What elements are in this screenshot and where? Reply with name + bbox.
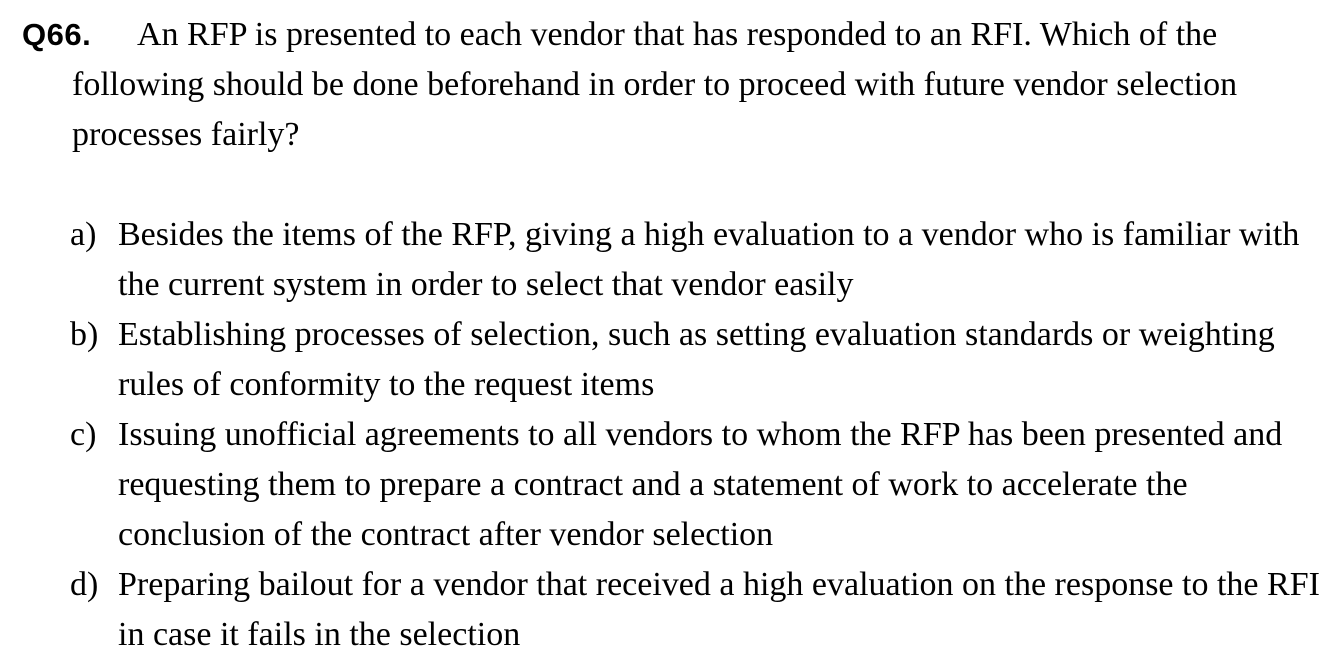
- question-text: An RFP is presented to each vendor that …: [72, 16, 1238, 153]
- option-letter-c: c): [70, 416, 97, 453]
- option-text-a: Besides the items of the RFP, giving a h…: [118, 216, 1300, 303]
- option-text-c: Issuing unofficial agreements to all ven…: [118, 416, 1283, 553]
- question-number: Q66.: [22, 17, 92, 52]
- option-letter-d: d): [70, 566, 99, 603]
- option-letter-a: a): [70, 216, 97, 253]
- options-list: a) Besides the items of the RFP, giving …: [70, 210, 1329, 660]
- option-text-d: Preparing bailout for a vendor that rece…: [118, 566, 1320, 653]
- option-row-d: d) Preparing bailout for a vendor that r…: [70, 560, 1329, 660]
- option-row-c: c) Issuing unofficial agreements to all …: [70, 410, 1329, 560]
- option-text-b: Establishing processes of selection, suc…: [118, 316, 1275, 403]
- question-block: Q66. An RFP is presented to each vendor …: [22, 10, 1324, 160]
- option-row-b: b) Establishing processes of selection, …: [70, 310, 1329, 410]
- option-letter-b: b): [70, 316, 99, 353]
- option-row-a: a) Besides the items of the RFP, giving …: [70, 210, 1329, 310]
